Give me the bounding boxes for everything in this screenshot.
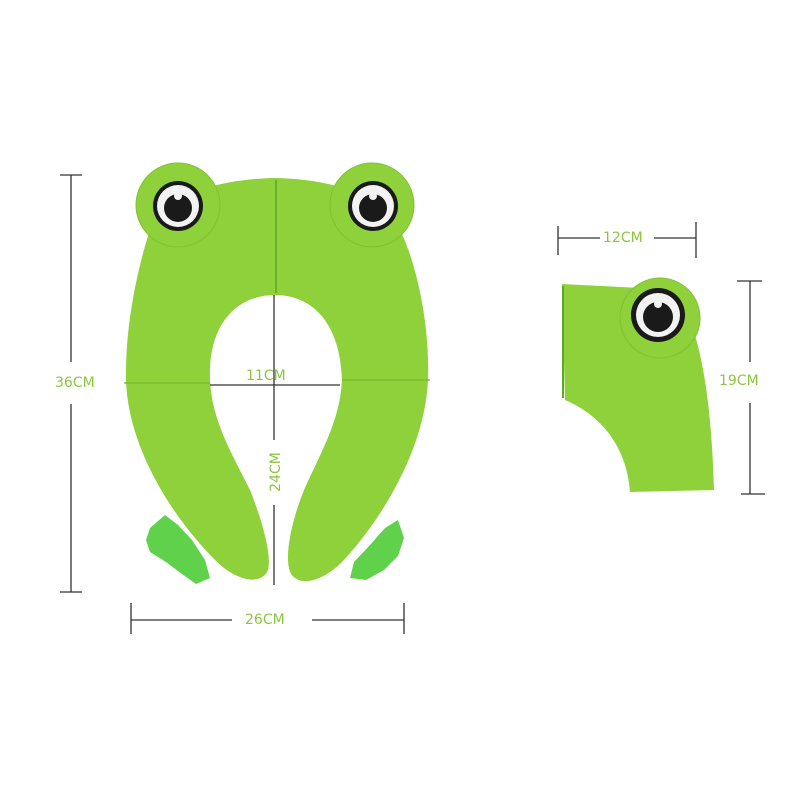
right-foot xyxy=(350,520,404,580)
dimension-lines-folded xyxy=(557,222,765,495)
left-foot xyxy=(146,515,210,584)
opening-length-label-24cm: 24CM xyxy=(267,452,284,492)
folded-seat xyxy=(562,277,714,492)
unfolded-seat xyxy=(124,162,430,584)
right-eye-icon xyxy=(348,181,398,231)
folded-eye-icon xyxy=(631,288,685,342)
left-eye-icon xyxy=(153,181,203,231)
dimension-lines-unfolded xyxy=(60,174,405,634)
folded-height-label-19cm: 19CM xyxy=(716,373,762,389)
height-label-36cm: 36CM xyxy=(52,375,98,391)
opening-width-label-11cm: 11CM xyxy=(246,368,286,384)
width-label-26cm: 26CM xyxy=(242,612,288,628)
folded-width-label-12cm: 12CM xyxy=(600,230,646,246)
seat-body xyxy=(125,178,429,582)
